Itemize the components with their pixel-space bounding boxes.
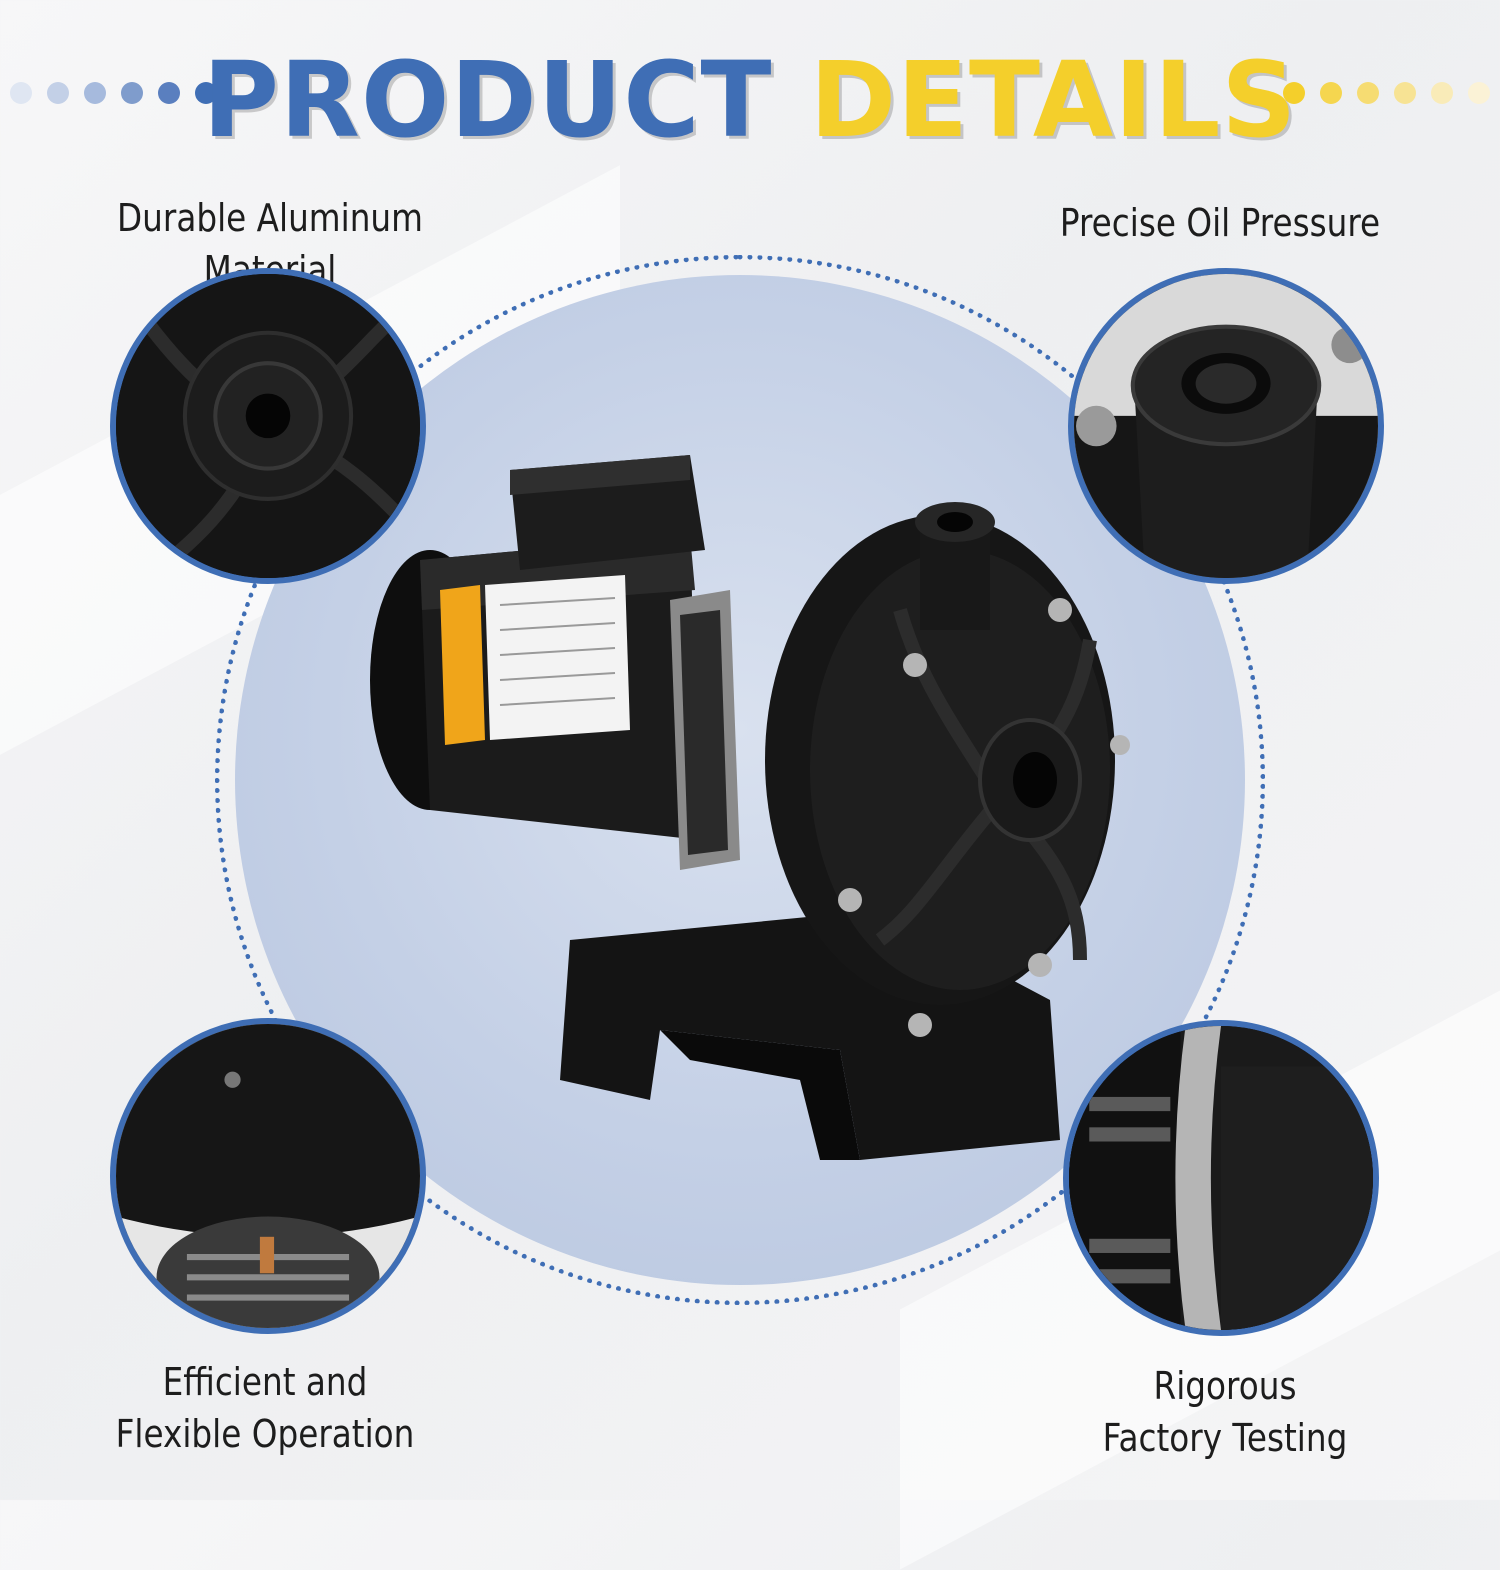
feature-caption-pressure: Precise Oil Pressure — [1018, 197, 1422, 249]
threaded-outlet-detail-image — [1068, 268, 1384, 584]
left-dots-decoration — [10, 82, 217, 104]
title-word-product: PRODUCT — [202, 39, 773, 161]
title-word-details: DETAILS — [809, 39, 1298, 161]
dotted-ring — [215, 255, 1265, 1305]
feature-label: Precise Oil Pressure — [1059, 201, 1381, 245]
feature-caption-efficient: Efficient and Flexible Operation — [72, 1356, 459, 1460]
motor-fan-detail-image — [110, 1018, 426, 1334]
feature-label-line1: Rigorous — [1153, 1364, 1297, 1408]
pool-booster-pump-image — [370, 455, 1130, 1160]
impeller-housing-detail-image — [110, 268, 426, 584]
right-dots-decoration — [1283, 82, 1490, 104]
feature-label-line2: Factory Testing — [1102, 1416, 1348, 1460]
feature-caption-testing: Rigorous Factory Testing — [1057, 1360, 1392, 1464]
motor-fan-icon — [116, 1024, 420, 1328]
feature-label-line1: Efficient and — [162, 1360, 368, 1404]
page-title: PRODUCT DETAILS — [0, 40, 1500, 160]
impeller-housing-icon — [116, 274, 420, 578]
feature-label-line2: Flexible Operation — [115, 1412, 415, 1456]
